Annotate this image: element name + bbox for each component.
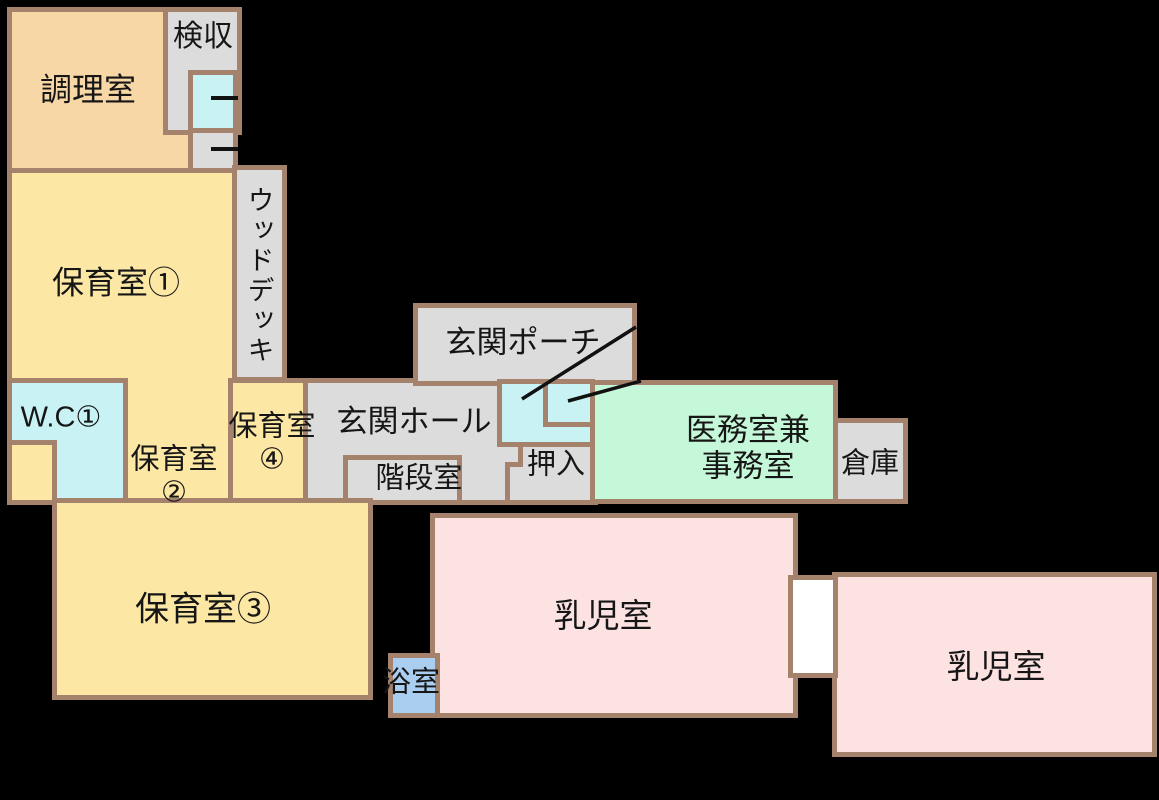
room-wood-deck bbox=[232, 165, 287, 382]
kitchen-label: 調理室 bbox=[39, 71, 137, 108]
nursery1-label: 保育室① bbox=[51, 264, 181, 301]
wc1-interior-patch bbox=[52, 383, 57, 440]
room-storage bbox=[833, 418, 908, 504]
room-infant-1 bbox=[430, 513, 798, 718]
nursery4-label-line1: 保育室 bbox=[228, 410, 316, 443]
inspection-label: 検収 bbox=[173, 19, 233, 53]
stairwell-label: 階段室 bbox=[375, 462, 463, 495]
nursery3-label: 保育室③ bbox=[135, 590, 271, 629]
closet-wall-segment bbox=[518, 442, 523, 467]
nursery2-label-line1: 保育室 bbox=[130, 443, 218, 476]
medical-office-label-line1: 医務室兼 bbox=[686, 412, 810, 448]
room-nursery4 bbox=[228, 378, 308, 505]
callout-line-entrance-1 bbox=[521, 325, 637, 401]
wood-deck-label: ウッドデッキ bbox=[243, 186, 274, 366]
storage-label: 倉庫 bbox=[840, 447, 900, 480]
infant-room-2-label: 乳児室 bbox=[946, 648, 1046, 686]
entrance-cupboard-inner-box bbox=[543, 379, 595, 427]
infant-room-1-label: 乳児室 bbox=[553, 597, 653, 635]
bathroom-label: 浴室 bbox=[381, 666, 441, 699]
wc1-label: W.C① bbox=[20, 401, 102, 434]
entrance-porch-label: 玄関ポーチ bbox=[445, 325, 601, 361]
infant-rooms-passage bbox=[788, 575, 838, 678]
closet-wall-segment bbox=[505, 462, 523, 467]
medical-office-label: 医務室兼 事務室 bbox=[686, 412, 810, 483]
nursery4-label: 保育室 ④ bbox=[228, 411, 315, 478]
room-stairwell bbox=[343, 455, 462, 505]
nursery2-label: 保育室 ② bbox=[130, 444, 217, 511]
closet-label: 押入 bbox=[526, 448, 586, 481]
room-entrance-porch bbox=[413, 303, 637, 386]
callout-line-entrance-2 bbox=[567, 379, 642, 403]
entrance-hall-label: 玄関ホール bbox=[336, 404, 492, 440]
room-infant-2 bbox=[832, 572, 1157, 757]
medical-office-label-line2: 事務室 bbox=[701, 448, 795, 483]
closet-wall-segment bbox=[505, 462, 510, 505]
room-nursery3 bbox=[52, 498, 373, 700]
nursery4-label-line2: ④ bbox=[258, 444, 285, 476]
nursery2-label-line2: ② bbox=[160, 477, 187, 509]
room-bathroom bbox=[388, 653, 440, 718]
